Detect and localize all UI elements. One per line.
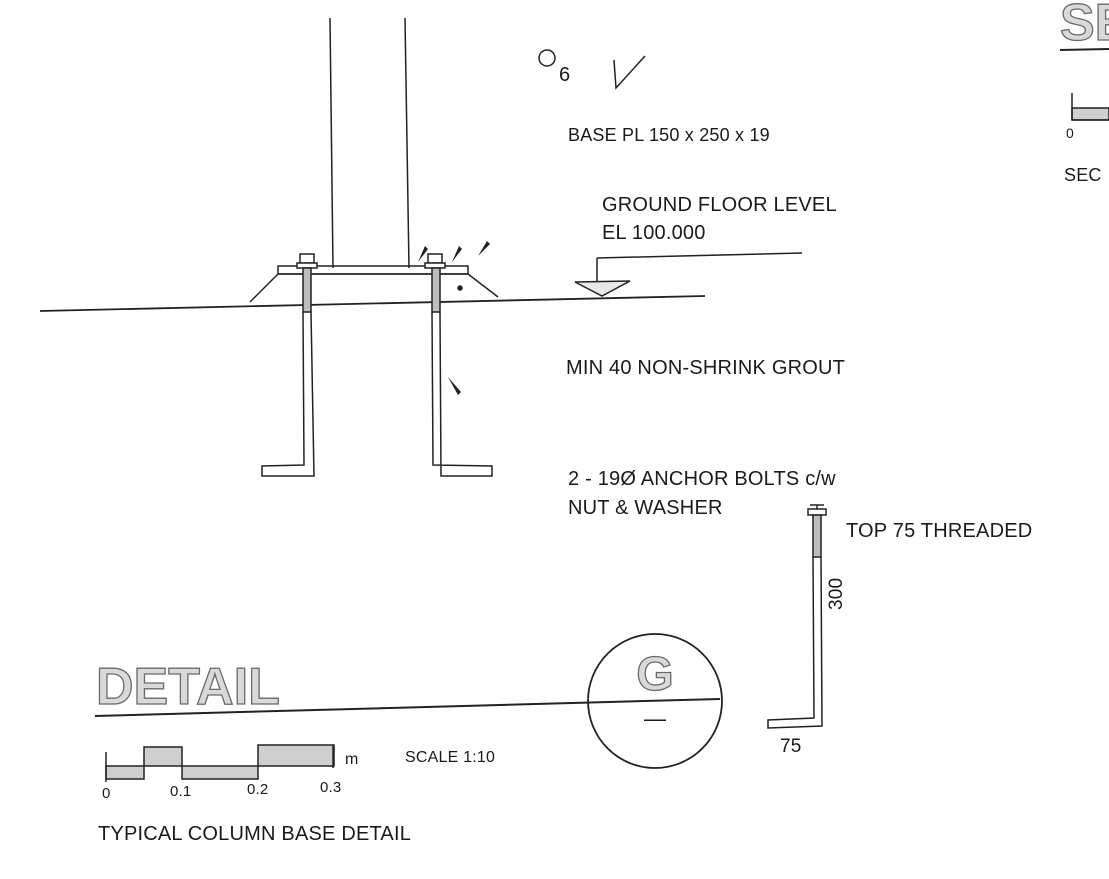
scale-bar-graphic: [105, 744, 335, 782]
detail-caption: TYPICAL COLUMN BASE DETAIL: [98, 823, 412, 845]
base-plate-note: BASE PL 150 x 250 x 19: [568, 125, 770, 145]
ground-line: [39, 295, 706, 312]
detail-marker-letter: G: [636, 648, 673, 701]
partial-title-underline: [1059, 48, 1109, 51]
detail-title-word: DETAIL: [96, 658, 280, 716]
anchor-bolt-right: [424, 253, 493, 477]
partial-caption-fragment: SEC: [1064, 165, 1102, 185]
scale-tick-0: 0: [102, 785, 111, 802]
grout-hole: [457, 285, 463, 291]
scale-unit: m: [345, 751, 359, 768]
column-left-edge: [329, 17, 334, 269]
detail-marker-circle: [587, 633, 723, 769]
ground-floor-note-line1: GROUND FLOOR LEVEL: [602, 194, 837, 216]
hook-length-dimension: 75: [780, 736, 802, 757]
partial-title-fragment: SE: [1060, 0, 1109, 52]
column-right-edge: [404, 17, 410, 269]
detail-marker-sheet: —: [644, 706, 667, 731]
grout-haunch: [249, 273, 499, 303]
weld-fillet: [613, 55, 646, 90]
anchor-note-line2: NUT & WASHER: [568, 497, 723, 519]
weld-circle: [538, 49, 556, 67]
threaded-note: TOP 75 THREADED: [846, 520, 1033, 542]
partial-scale-bar: [1071, 93, 1109, 121]
grout-note: MIN 40 NON-SHRINK GROUT: [566, 357, 846, 379]
detail-title-underline: [94, 698, 721, 717]
level-triangle: [574, 280, 631, 297]
bolt-length-dimension: 300: [826, 577, 847, 610]
scale-tick-3: 0.3: [320, 779, 342, 796]
ground-floor-note-line2: EL 100.000: [602, 222, 706, 244]
level-leader: [596, 252, 803, 259]
partial-tick-zero: 0: [1066, 125, 1074, 141]
anchor-bolt-detail: [767, 504, 827, 729]
weld-size-label: 6: [559, 64, 571, 86]
leader-arrows: [418, 241, 490, 395]
scale-text: SCALE 1:10: [405, 749, 496, 766]
anchor-bolt-left: [261, 253, 318, 477]
anchor-note-line1: 2 - 19Ø ANCHOR BOLTS c/w: [568, 468, 836, 490]
scale-tick-1: 0.1: [170, 783, 192, 800]
scale-tick-2: 0.2: [247, 781, 269, 798]
